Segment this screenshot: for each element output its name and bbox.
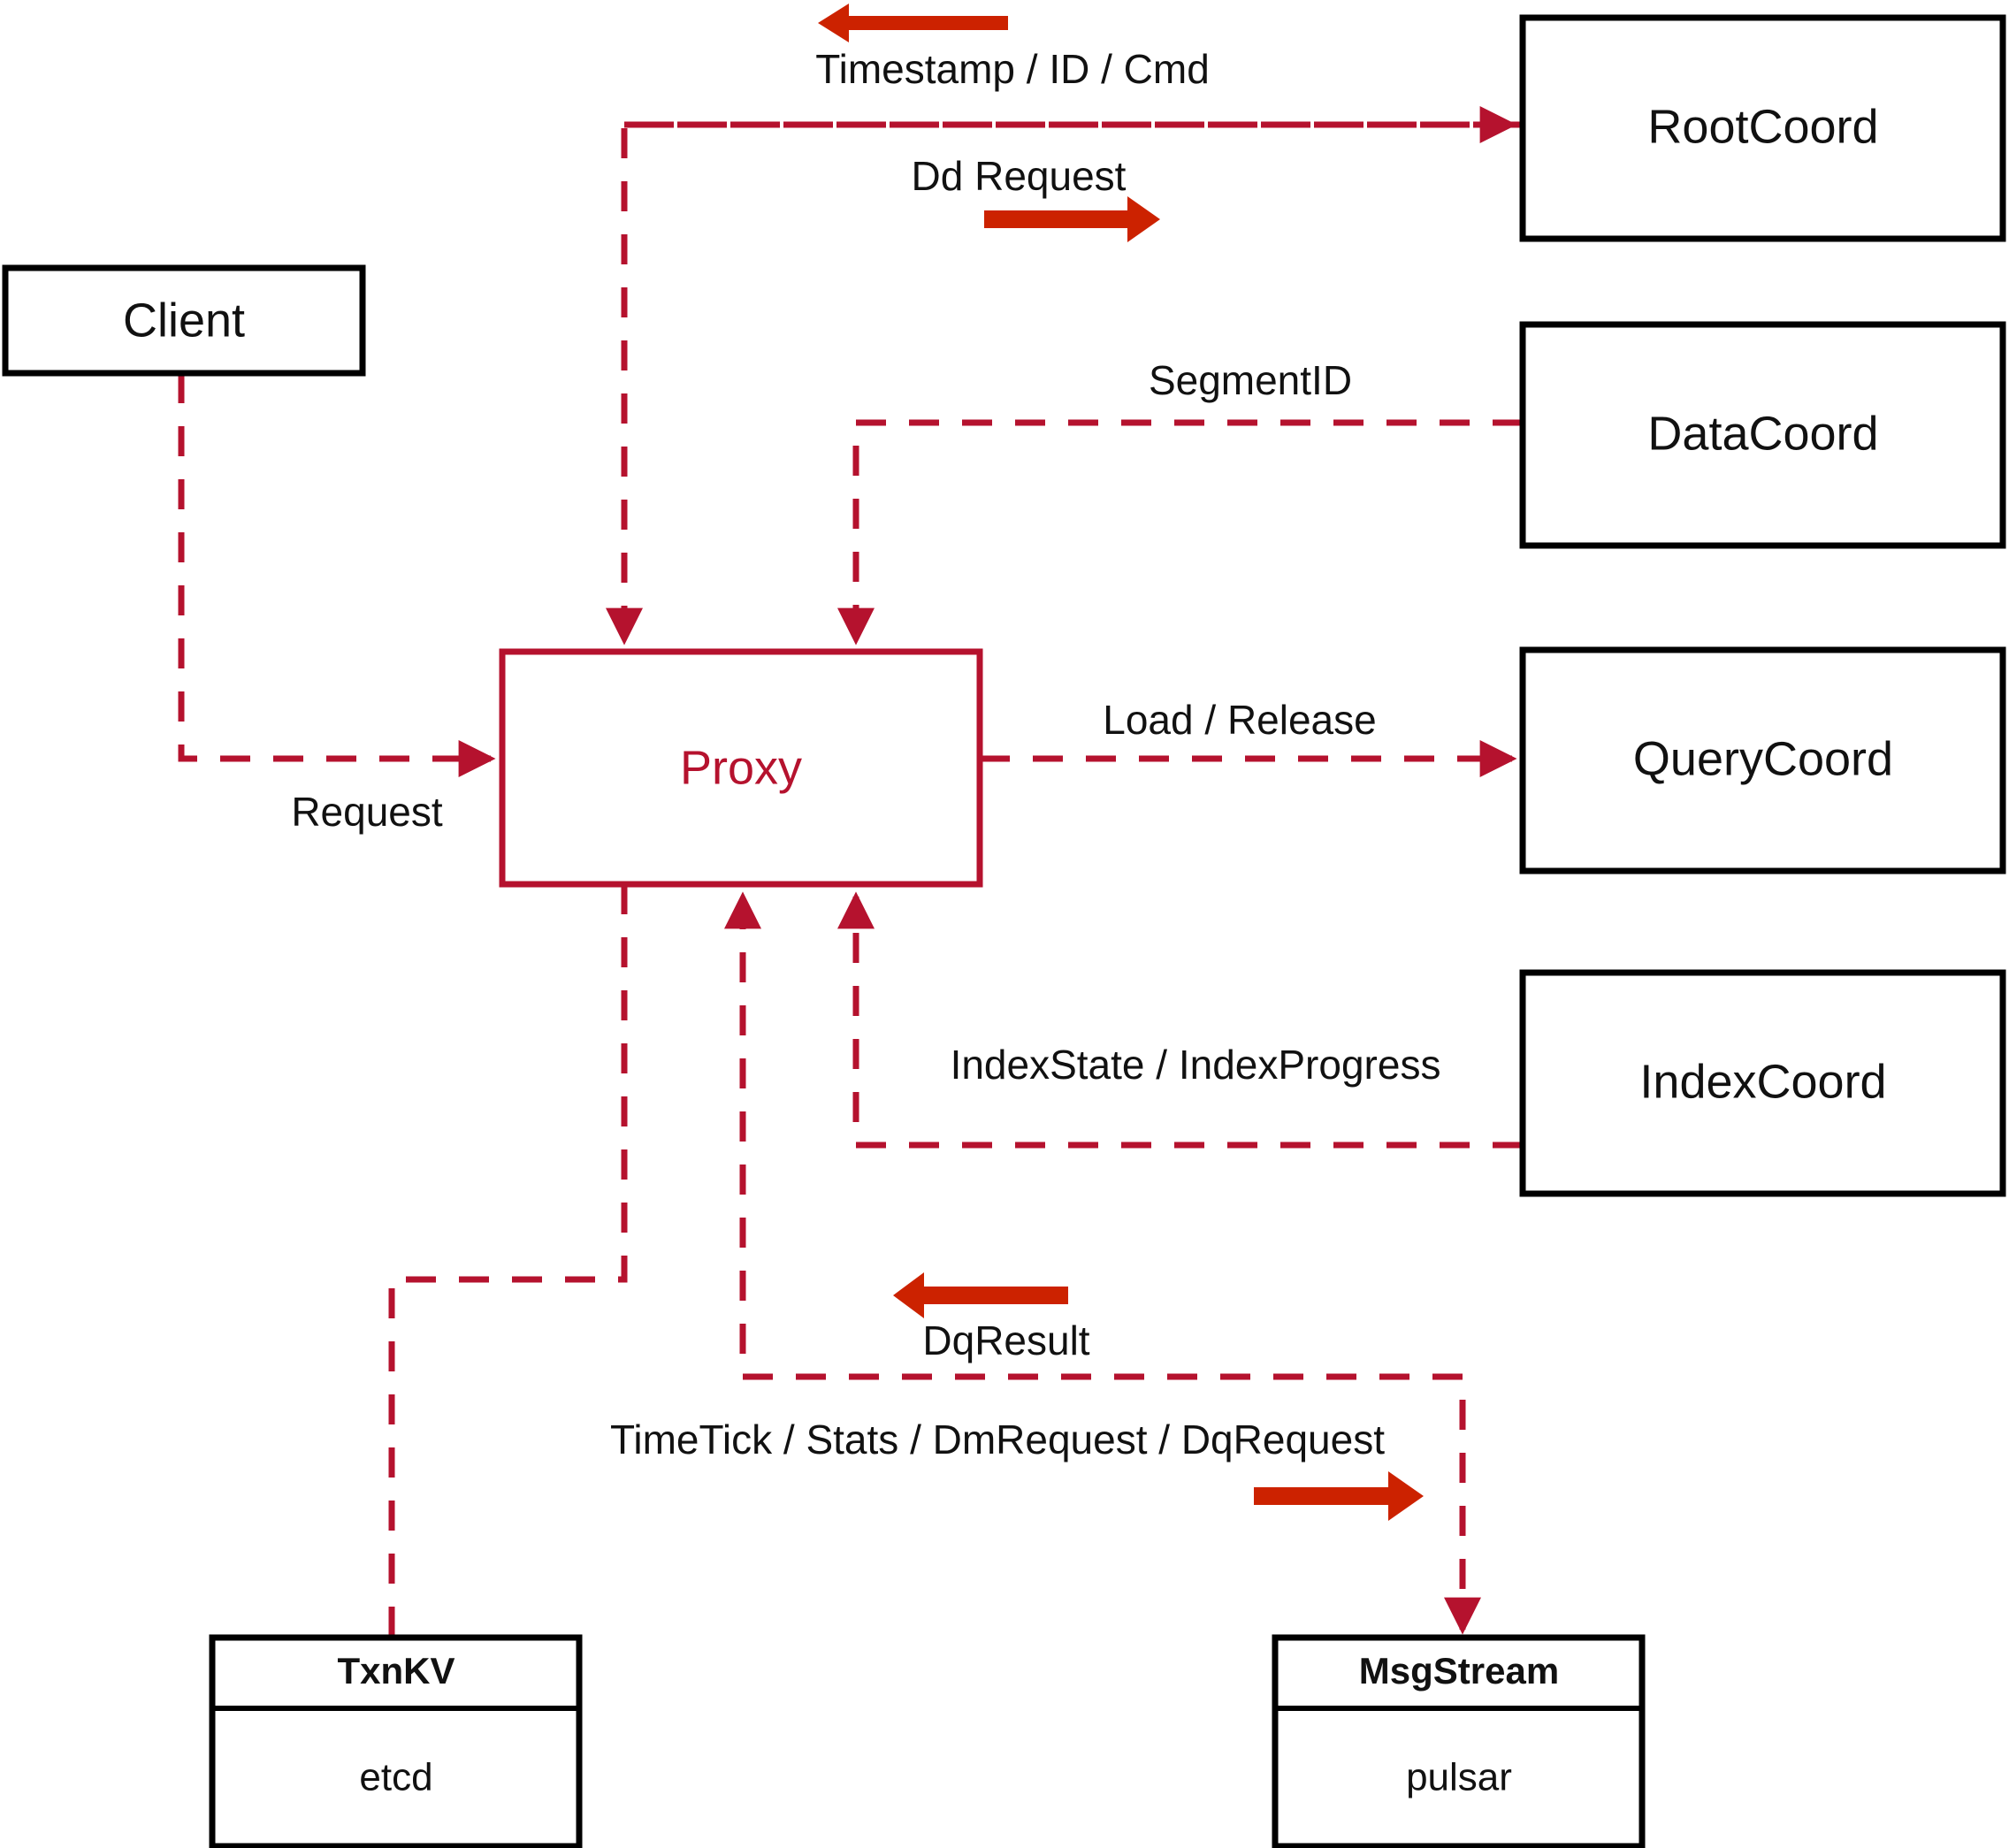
node-txnkv[interactable]: TxnKV etcd <box>209 1634 583 1848</box>
node-datacoord[interactable]: DataCoord <box>1519 321 2006 549</box>
accent-arrow-right-dd-request <box>984 196 1160 242</box>
node-txnkv-label: TxnKV <box>337 1650 455 1691</box>
node-msgstream[interactable]: MsgStream pulsar <box>1272 1634 1646 1848</box>
node-msgstream-sublabel: pulsar <box>1406 1756 1512 1799</box>
edge-label-timestamp-id-cmd: Timestamp / ID / Cmd <box>815 46 1210 92</box>
node-proxy-label: Proxy <box>680 741 802 794</box>
node-querycoord[interactable]: QueryCoord <box>1519 646 2006 874</box>
node-proxy[interactable]: Proxy <box>499 648 983 888</box>
edge-dqresult <box>724 891 1463 1380</box>
edge-label-dd-request: Dd Request <box>912 153 1127 199</box>
node-msgstream-label: MsgStream <box>1359 1650 1559 1691</box>
edge-indexstate-indexprogress <box>837 891 1523 1149</box>
node-indexcoord[interactable]: IndexCoord <box>1519 969 2006 1197</box>
edge-label-load-release: Load / Release <box>1103 697 1376 743</box>
accent-arrow-right-timetick <box>1254 1471 1424 1521</box>
node-client-label: Client <box>123 294 245 347</box>
edge-request <box>178 373 496 777</box>
node-datacoord-label: DataCoord <box>1647 407 1878 460</box>
node-querycoord-label: QueryCoord <box>1633 732 1893 785</box>
accent-arrow-left-dqresult <box>893 1272 1068 1318</box>
edge-label-segmentid: SegmentID <box>1149 357 1352 403</box>
edge-timestamp-id-cmd <box>606 121 1523 645</box>
node-rootcoord-label: RootCoord <box>1647 100 1878 153</box>
edge-proxy-txnkv <box>388 884 628 1638</box>
edge-label-timetick-stats-dmrequest-dqrequest: TimeTick / Stats / DmRequest / DqRequest <box>610 1417 1385 1462</box>
edge-label-request: Request <box>291 789 443 835</box>
node-client[interactable]: Client <box>2 264 366 377</box>
edge-segmentid <box>837 419 1523 645</box>
node-indexcoord-label: IndexCoord <box>1639 1055 1886 1108</box>
node-txnkv-sublabel: etcd <box>359 1756 432 1799</box>
edge-label-indexstate-indexprogress: IndexState / IndexProgress <box>951 1042 1441 1088</box>
edge-label-dqresult: DqResult <box>922 1317 1089 1363</box>
accent-arrow-left-timestamp <box>818 4 1008 42</box>
node-rootcoord[interactable]: RootCoord <box>1519 14 2006 242</box>
edge-timetick-stats-dmrequest-dqrequest <box>743 1373 1481 1635</box>
